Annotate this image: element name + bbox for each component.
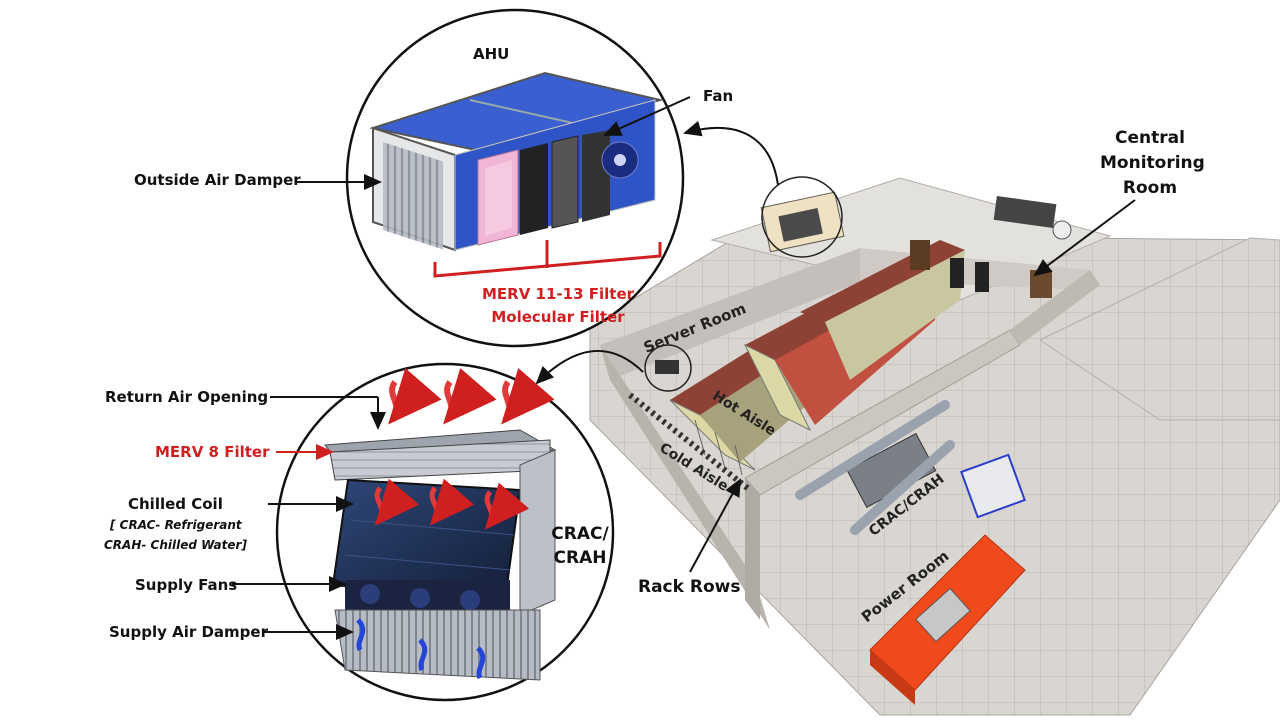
crac-circle	[275, 362, 615, 702]
molecular-filter-label: Molecular Filter	[491, 308, 625, 326]
supply-air-damper-label: Supply Air Damper	[109, 623, 268, 641]
ahu-title: AHU	[473, 45, 510, 63]
power-room-drawing	[869, 534, 1026, 705]
central-monitoring-label-line1: Central	[1115, 128, 1185, 148]
merv-11-13-filter-label: MERV 11-13 Filter	[482, 285, 635, 303]
supply-fans-label: Supply Fans	[135, 576, 238, 594]
crac-crah-drawing	[795, 400, 1026, 535]
crac-unit-label-line2: CRAH	[553, 548, 607, 568]
building-illustration	[589, 176, 1280, 716]
merv-8-filter-label: MERV 8 Filter	[155, 443, 270, 461]
return-air-opening-label: Return Air Opening	[105, 388, 269, 406]
outside-air-damper-label: Outside Air Damper	[134, 171, 301, 189]
leader-lines	[232, 96, 1136, 640]
roof-ahu-drawing	[760, 176, 845, 258]
chilled-coil-note-crac: [ CRAC- Refrigerant	[110, 518, 242, 532]
rack-rows-label: Rack Rows	[638, 577, 741, 597]
chilled-coil-note-crah: CRAH- Chilled Water]	[104, 538, 247, 552]
fan-label: Fan	[703, 87, 734, 105]
central-monitoring-label-line2: Monitoring	[1100, 153, 1205, 173]
monitoring-room-drawing	[910, 195, 1072, 298]
crac-unit-label-line1: CRAC/	[551, 524, 609, 544]
chilled-coil-label: Chilled Coil	[128, 495, 223, 513]
central-monitoring-label-line3: Room	[1122, 178, 1178, 198]
